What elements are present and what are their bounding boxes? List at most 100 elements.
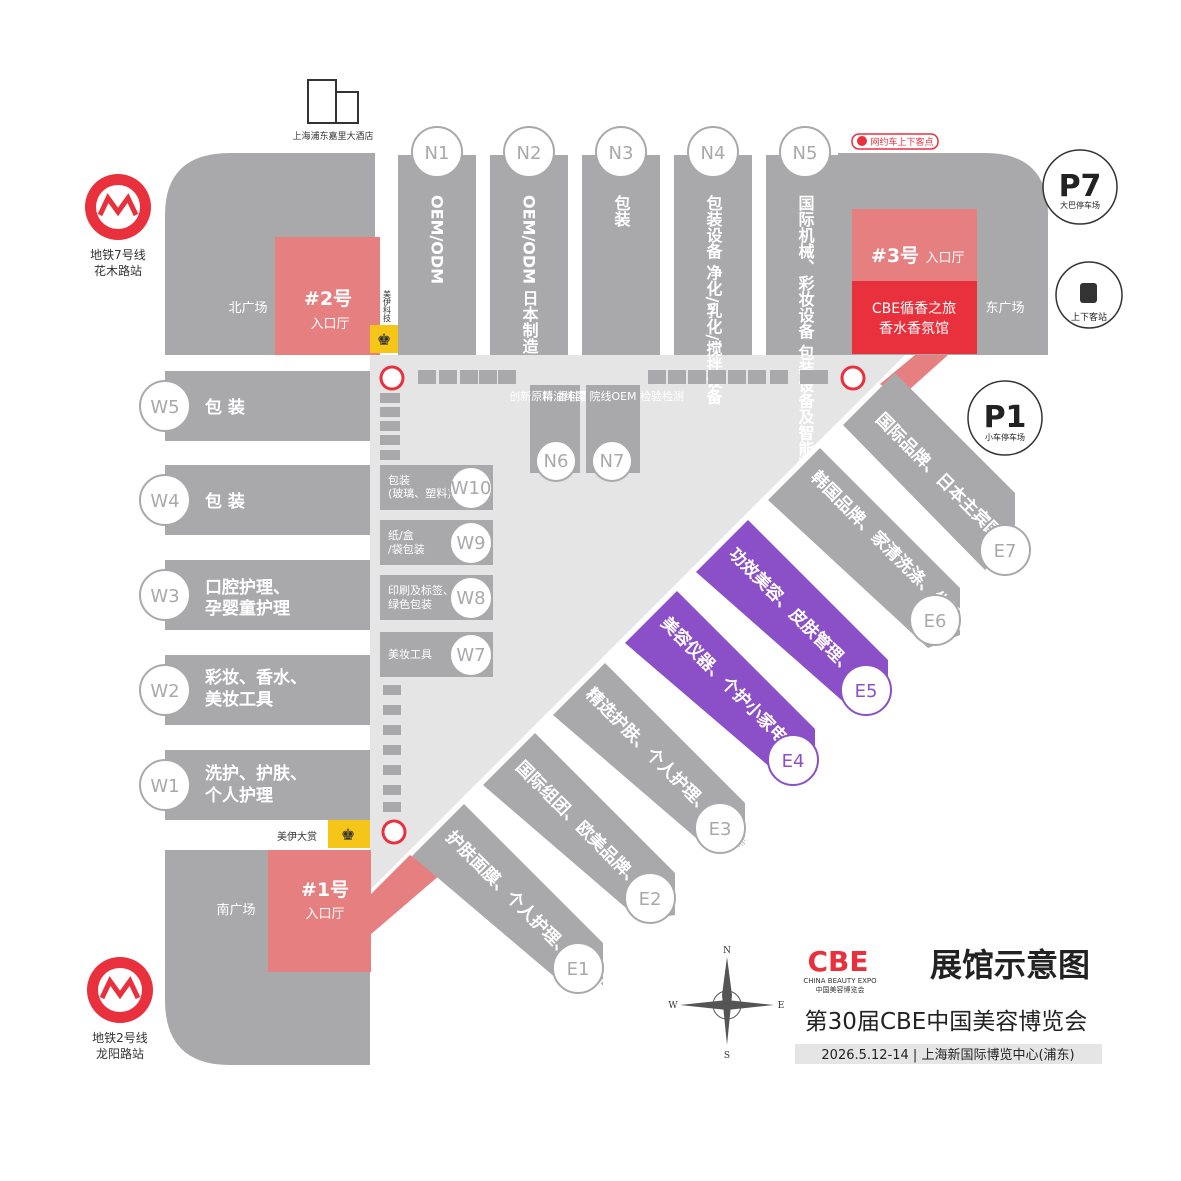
hall-N1[interactable] xyxy=(398,155,476,355)
bus-stop-icon[interactable] xyxy=(840,365,866,391)
hall-W3[interactable] xyxy=(165,560,370,630)
badge-E1[interactable] xyxy=(552,942,604,994)
hotel-label: 上海浦东嘉里大酒店 xyxy=(292,130,373,142)
badge-N4[interactable] xyxy=(687,126,739,178)
date-venue: 2026.5.12-14 | 上海新国际博览中心(浦东) xyxy=(821,1047,1074,1063)
entrance-1-code: #1号 xyxy=(301,879,349,901)
entrance-3[interactable] xyxy=(852,209,977,281)
badge-E7-text: E7 xyxy=(994,541,1017,562)
metro7-line: 地铁7号线 xyxy=(90,248,146,262)
hall-W5[interactable] xyxy=(165,371,370,441)
hall-N5[interactable] xyxy=(766,155,844,355)
hall-E4[interactable] xyxy=(625,591,815,780)
metro2-sign[interactable]: 地铁2号线 龙阳路站 xyxy=(87,957,153,1061)
parking-p7[interactable]: P7 大巴停车场 xyxy=(1042,149,1118,225)
badge-W8-text: W8 xyxy=(456,588,485,609)
hall-N1-label: OEM/ODM xyxy=(428,195,447,284)
badge-W10[interactable] xyxy=(449,466,493,510)
west-halls xyxy=(165,371,370,820)
cbe-logo: CBE CHINA BEAUTY EXPO 中国美容博览会 xyxy=(803,945,877,994)
badge-E7[interactable] xyxy=(979,524,1031,576)
entrance-2-label: 入口厅 xyxy=(310,317,349,332)
north-halls xyxy=(398,155,844,355)
hall-W7-line1: 美妆工具 xyxy=(388,648,432,661)
badge-N5-text: N5 xyxy=(793,143,818,164)
hall-E5[interactable] xyxy=(696,520,888,712)
hall-W10-line1: 包装 xyxy=(388,474,410,487)
badge-E3-text: E3 xyxy=(709,819,732,840)
hall-E1[interactable] xyxy=(412,804,603,990)
badge-E5[interactable] xyxy=(840,664,892,716)
hotel[interactable]: 上海浦东嘉里大酒店 xyxy=(292,79,374,142)
hall-N3[interactable] xyxy=(582,155,660,355)
badge-N3[interactable] xyxy=(595,126,647,178)
badge-E6[interactable] xyxy=(909,594,961,646)
compass: N S W E xyxy=(668,946,784,1061)
entrance-1-label: 入口厅 xyxy=(305,907,344,922)
meiyi-tech-marker[interactable] xyxy=(370,325,398,353)
meiyi-award-marker[interactable] xyxy=(328,820,370,848)
badge-W2-text: W2 xyxy=(150,681,179,702)
bus-stop-icon[interactable] xyxy=(381,819,407,845)
central-plaza xyxy=(370,355,905,890)
hall-W5-label: 包 装 xyxy=(205,397,245,418)
p7-code: P7 xyxy=(1059,169,1102,204)
entrance-1[interactable] xyxy=(268,850,371,972)
badge-W8[interactable] xyxy=(449,576,493,620)
compass-w: W xyxy=(668,1001,678,1011)
hall-W1-line2: 个人护理 xyxy=(204,785,273,806)
hall-W9-line1: 纸/盒 xyxy=(388,528,414,542)
rideshare-label: 网约车上下客点 xyxy=(870,136,933,148)
south-connector xyxy=(370,855,440,935)
hall-N6-label: 创新原料 香料香精 xyxy=(509,389,601,403)
hall-W2-line2: 美妆工具 xyxy=(205,689,273,710)
badge-W9[interactable] xyxy=(449,521,493,565)
badge-N7[interactable] xyxy=(591,440,633,482)
hall-E3[interactable] xyxy=(553,663,745,850)
badge-W5[interactable] xyxy=(139,380,191,432)
badge-N5[interactable] xyxy=(779,126,831,178)
bus-station[interactable]: 上下客站 xyxy=(1055,261,1123,329)
meiyi-award-label: 美伊大赏 xyxy=(277,830,317,843)
badge-E2[interactable] xyxy=(624,872,676,924)
hall-E7[interactable] xyxy=(843,373,1015,570)
entrance-2-code: #2号 xyxy=(304,288,352,310)
badge-E4-text: E4 xyxy=(782,751,805,772)
hall-W2[interactable] xyxy=(165,655,370,725)
badge-E3[interactable] xyxy=(694,802,746,854)
rideshare-pill[interactable] xyxy=(851,133,939,150)
metro7-sign[interactable]: 地铁7号线 花木路站 xyxy=(85,174,151,278)
south-plaza-label: 南广场 xyxy=(216,902,255,918)
badge-E2-text: E2 xyxy=(639,889,662,910)
badge-W2[interactable] xyxy=(139,664,191,716)
cbe-perfume-hall[interactable] xyxy=(852,281,977,354)
cbe-hall-line2: 香水香氛馆 xyxy=(879,321,949,337)
parking-p1[interactable]: P1 小车停车场 xyxy=(967,380,1043,456)
bus-stop-icon[interactable] xyxy=(379,365,405,391)
hall-W4[interactable] xyxy=(165,465,370,535)
entrance-3-label: 入口厅 xyxy=(925,251,964,266)
entrance-3-code: #3号 xyxy=(871,245,919,267)
hall-E2[interactable] xyxy=(483,733,675,920)
hall-N2[interactable] xyxy=(490,155,568,355)
entrance-2[interactable] xyxy=(275,237,380,355)
badge-N2[interactable] xyxy=(503,126,555,178)
logo-brand: CBE xyxy=(807,945,868,978)
badge-W1[interactable] xyxy=(139,759,191,811)
badge-W3[interactable] xyxy=(139,569,191,621)
cbe-hall-line1: CBE循香之旅 xyxy=(872,301,956,317)
badge-N6[interactable] xyxy=(535,440,577,482)
hall-N4[interactable] xyxy=(674,155,752,355)
east-badges: E7 E6 E5 E4 E3 E2 E1 xyxy=(552,524,1031,994)
hall-W1-line1: 洗护、护肤、 xyxy=(205,763,307,784)
badge-E1-text: E1 xyxy=(567,959,590,980)
logo-en: CHINA BEAUTY EXPO xyxy=(803,977,877,985)
date-bar xyxy=(795,1044,1102,1064)
hall-W1[interactable] xyxy=(165,750,370,820)
badge-N1[interactable] xyxy=(411,126,463,178)
hall-E6[interactable] xyxy=(768,448,960,648)
badge-W4[interactable] xyxy=(139,474,191,526)
bus-station-label: 上下客站 xyxy=(1071,311,1107,323)
badge-E4[interactable] xyxy=(767,734,819,786)
badge-W7[interactable] xyxy=(449,633,493,677)
